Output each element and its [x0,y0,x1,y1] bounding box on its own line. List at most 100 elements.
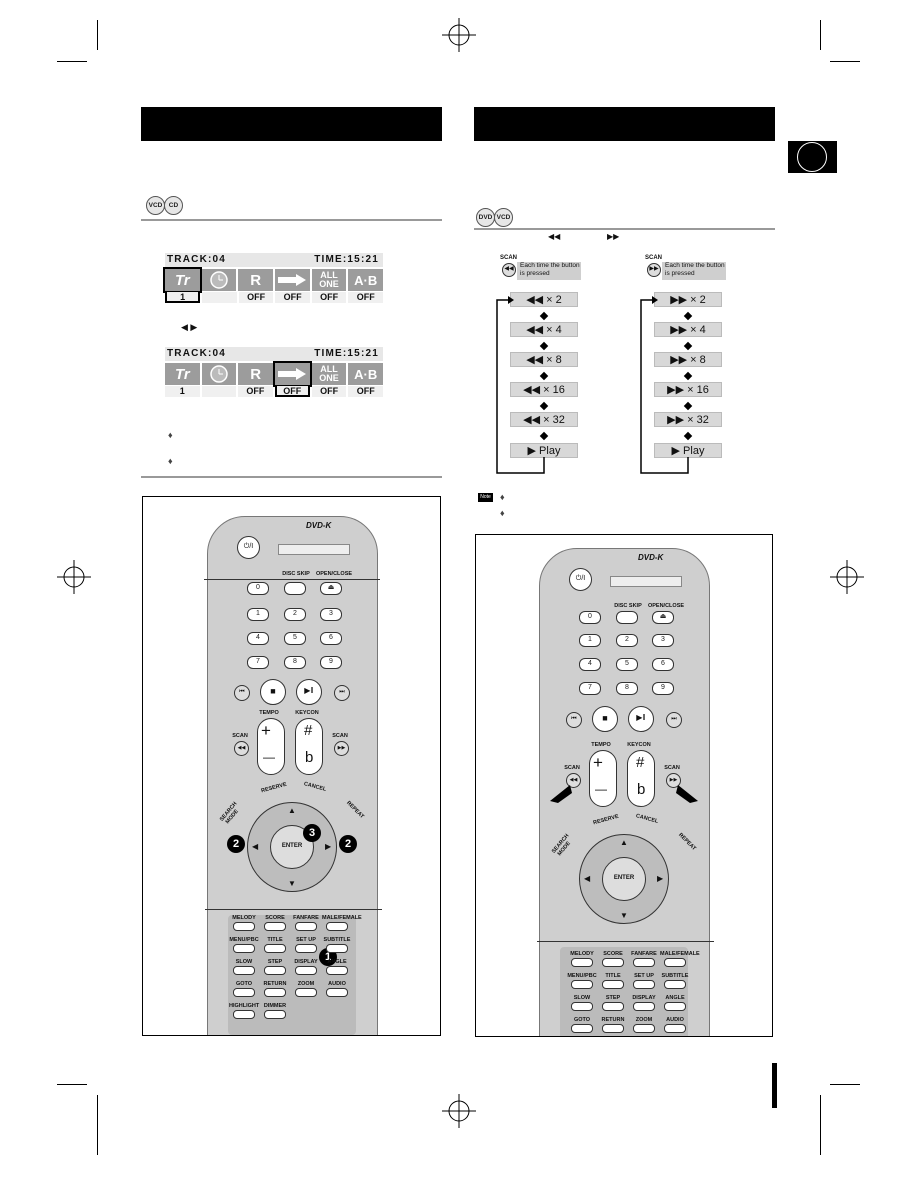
osd-value: OFF [348,292,383,303]
digit-4-button[interactable]: 4 [579,658,601,671]
nav-right-icon[interactable]: ▶ [657,874,664,883]
digit-9-button[interactable]: 9 [320,656,342,669]
keypad-button[interactable] [264,944,286,953]
left-section-bar [141,107,442,141]
keypad-button[interactable] [295,944,317,953]
digit-0-button[interactable]: 0 [579,611,601,624]
divider [205,909,382,910]
digit-6-button[interactable]: 6 [652,658,674,671]
keypad-button[interactable] [633,1002,655,1011]
nav-up-icon[interactable]: ▲ [620,838,628,847]
digit-2-button[interactable]: 2 [616,634,638,647]
keypad-button[interactable] [326,944,348,953]
keypad-button[interactable] [233,922,255,931]
digit-0-button[interactable]: 0 [247,582,269,595]
play-pause-button[interactable]: ▶‖ [296,679,322,705]
keypad-button[interactable] [233,944,255,953]
scan-label: SCAN [564,765,580,771]
keypad-button[interactable] [602,958,624,967]
prev-button[interactable]: ⏮ [234,685,250,701]
scan-rev-button[interactable]: ◀◀ [566,773,581,788]
next-button[interactable]: ⏭ [666,712,682,728]
prev-button[interactable]: ⏮ [566,712,582,728]
keypad-button[interactable] [571,958,593,967]
open-close-button[interactable]: ⏏ [320,582,342,595]
power-button[interactable]: ⏻/I [569,568,592,591]
dvd-disc-icon: DVD [476,208,495,227]
digit-1-button[interactable]: 1 [247,608,269,621]
keypad-button[interactable] [571,1002,593,1011]
keycon-sharp: # [636,754,645,771]
digit-9-button[interactable]: 9 [652,682,674,695]
nav-ring[interactable] [247,802,337,892]
digit-4-button[interactable]: 4 [247,632,269,645]
keycon-rocker[interactable] [627,750,655,807]
keypad-button[interactable] [571,1024,593,1033]
keypad-button[interactable] [233,966,255,975]
digit-7-button[interactable]: 7 [579,682,601,695]
keypad-button[interactable] [264,1010,286,1019]
keypad-button[interactable] [326,922,348,931]
keypad-button[interactable] [295,922,317,931]
open-close-label: OPEN/CLOSE [647,603,685,609]
keypad-button[interactable] [602,1002,624,1011]
track-label: TRACK:04 [167,348,227,359]
disc-skip-button[interactable] [284,582,306,595]
nav-left-icon[interactable]: ◀ [584,874,591,883]
disc-skip-button[interactable] [616,611,638,624]
keypad-button[interactable] [664,1002,686,1011]
stop-button[interactable]: ■ [260,679,286,705]
open-close-button[interactable]: ⏏ [652,611,674,624]
fwd-step: ▶ Play [654,443,722,458]
keypad-button[interactable] [233,988,255,997]
keypad-button[interactable] [633,980,655,989]
digit-3-button[interactable]: 3 [652,634,674,647]
keypad-button[interactable] [633,958,655,967]
play-pause-button[interactable]: ▶‖ [628,706,654,732]
keypad-button[interactable] [264,988,286,997]
tempo-rocker[interactable] [257,718,285,775]
digit-8-button[interactable]: 8 [616,682,638,695]
next-button[interactable]: ⏭ [334,685,350,701]
nav-left-icon[interactable]: ◀ [252,842,259,851]
scan-fwd-button[interactable]: ▶▶ [334,741,349,756]
keypad-label: SLOW [573,995,591,1001]
keycon-rocker[interactable] [295,718,323,775]
keypad-button[interactable] [233,1010,255,1019]
nav-down-icon[interactable]: ▼ [620,911,628,920]
keypad-button[interactable] [602,980,624,989]
digit-7-button[interactable]: 7 [247,656,269,669]
stop-button[interactable]: ■ [592,706,618,732]
keypad-button[interactable] [295,988,317,997]
keypad-button[interactable] [264,966,286,975]
digit-1-button[interactable]: 1 [579,634,601,647]
keypad-button[interactable] [664,1024,686,1033]
keypad-button[interactable] [664,980,686,989]
nav-down-icon[interactable]: ▼ [288,879,296,888]
digit-8-button[interactable]: 8 [284,656,306,669]
disc-skip-label: DISC SKIP [614,603,642,609]
keypad-button[interactable] [664,958,686,967]
scan-fwd-button[interactable]: ▶▶ [666,773,681,788]
keypad-button[interactable] [571,980,593,989]
scan-rev-button[interactable]: ◀◀ [234,741,249,756]
tempo-label: TEMPO [591,742,611,748]
enter-button[interactable]: ENTER [602,857,646,901]
digit-6-button[interactable]: 6 [320,632,342,645]
keypad-button[interactable] [264,922,286,931]
keypad-button[interactable] [326,966,348,975]
power-button[interactable]: ⏻/I [237,536,260,559]
keypad-button[interactable] [326,988,348,997]
keypad-button[interactable] [295,966,317,975]
digit-2-button[interactable]: 2 [284,608,306,621]
keypad-button[interactable] [633,1024,655,1033]
keypad-button[interactable] [602,1024,624,1033]
nav-up-icon[interactable]: ▲ [288,806,296,815]
digit-5-button[interactable]: 5 [616,658,638,671]
nav-right-icon[interactable]: ▶ [325,842,332,851]
tempo-rocker[interactable] [589,750,617,807]
digit-5-button[interactable]: 5 [284,632,306,645]
digit-3-button[interactable]: 3 [320,608,342,621]
fwd-step: ▶▶ × 4 [654,322,722,337]
